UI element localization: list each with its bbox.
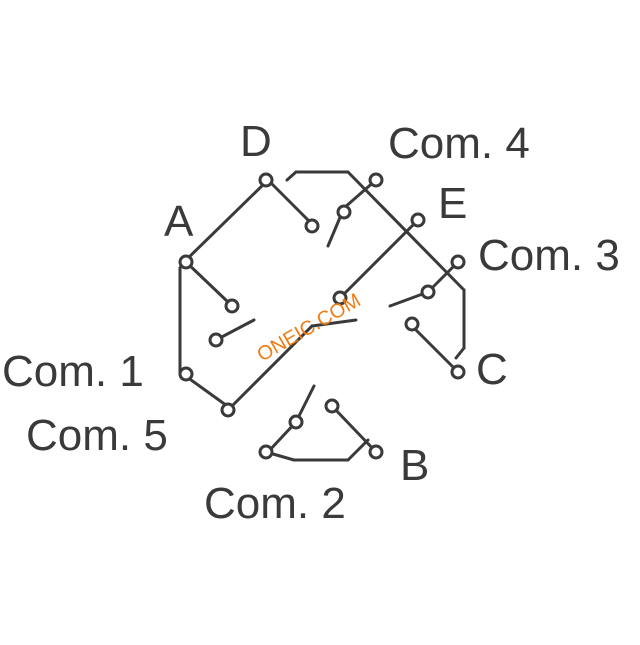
- label-com4: Com. 4: [388, 119, 530, 168]
- label-b: B: [400, 441, 429, 490]
- terminal-com1-inner: [208, 332, 224, 348]
- watermark-text: ONEIC.COM: [254, 289, 365, 366]
- trace-center: [310, 318, 358, 328]
- terminal-com2-inner: [288, 414, 304, 430]
- terminal-c-inner: [404, 316, 420, 332]
- trace-e: [340, 218, 420, 298]
- terminal-com5: [220, 402, 236, 418]
- trace-a: [184, 260, 230, 304]
- terminal-center: [332, 290, 348, 306]
- label-com3: Com. 3: [478, 231, 620, 280]
- terminal-com4-inner: [336, 204, 352, 220]
- terminal-com4-outer: [368, 172, 384, 188]
- label-e: E: [438, 179, 467, 228]
- terminal-b-outer: [368, 444, 384, 460]
- terminal-com1-outer: [178, 366, 194, 382]
- terminal-d-outer: [258, 172, 274, 188]
- label-com1: Com. 1: [2, 347, 144, 396]
- terminal-b-inner: [324, 398, 340, 414]
- terminal-e: [410, 212, 426, 228]
- label-com2: Com. 2: [204, 479, 346, 528]
- terminal-com3-outer: [450, 254, 466, 270]
- trace-b: [330, 404, 378, 454]
- trace-c: [410, 324, 460, 374]
- label-c: C: [476, 345, 508, 394]
- label-com5: Com. 5: [26, 411, 168, 460]
- trace-d: [266, 178, 312, 224]
- label-d: D: [240, 117, 272, 166]
- terminal-a-outer: [178, 254, 194, 270]
- trace-com5: [226, 324, 314, 412]
- label-a: A: [164, 197, 194, 246]
- terminal-com3-inner: [420, 284, 436, 300]
- terminal-com2-outer: [258, 444, 274, 460]
- terminal-d-inner: [304, 218, 320, 234]
- terminal-c-outer: [450, 364, 466, 380]
- terminal-a-inner: [224, 298, 240, 314]
